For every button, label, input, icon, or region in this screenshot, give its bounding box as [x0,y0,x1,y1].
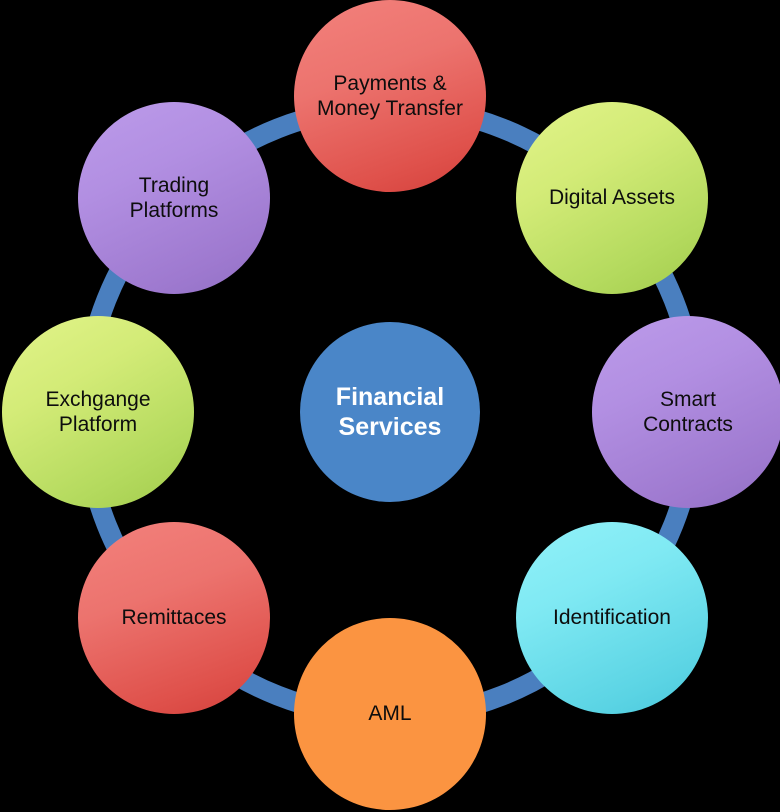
node-digital-assets-label: Digital Assets [548,186,676,210]
node-trading-platforms[interactable]: Trading Platforms [78,102,270,294]
node-identification[interactable]: Identification [516,522,708,714]
node-remittances-label: Remittaces [121,606,227,630]
node-digital-assets[interactable]: Digital Assets [516,102,708,294]
node-trading-platforms-label: Trading Platforms [129,173,219,222]
node-identification-label: Identification [553,606,671,630]
center-node-label: Financial Services [335,383,445,441]
node-smart-contracts[interactable]: Smart Contracts [592,316,780,508]
node-remittances[interactable]: Remittaces [78,522,270,714]
node-payments-money-transfer[interactable]: Payments & Money Transfer [294,0,486,192]
node-exchange-platform[interactable]: Exchgange Platform [2,316,194,508]
node-aml[interactable]: AML [294,618,486,810]
node-aml-label: AML [368,702,412,726]
center-node-financial-services[interactable]: Financial Services [300,322,480,502]
node-exchange-platform-label: Exchgange Platform [45,387,151,436]
node-payments-money-transfer-label: Payments & Money Transfer [317,71,463,120]
node-smart-contracts-label: Smart Contracts [643,387,733,436]
